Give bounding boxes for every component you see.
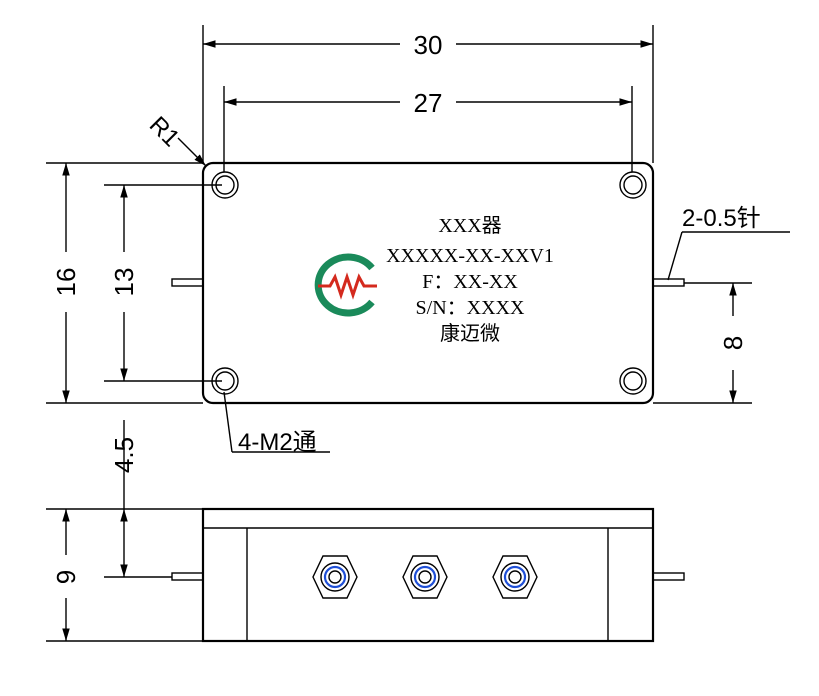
dimension-hole-spacing-x: 27 [223,86,633,172]
holes-callout-label: 4-M2通 [238,429,317,456]
connector-1 [312,555,358,599]
dimension-side-height: 9 [46,508,203,642]
side-offset-label: 4.5 [109,437,139,473]
mw-logo-icon [314,253,377,317]
width-total-label: 30 [414,30,443,60]
mounting-hole-top-right [619,171,647,199]
dimension-side-offset: 4.5 [104,420,172,578]
plate-line-3: F：XX-XX [422,271,518,293]
plate-line-5: 康迈微 [440,322,500,345]
top-view: XXX器 XXXXX-XX-XXV1 F：XX-XX S/N：XXXX 康迈微 [171,161,685,405]
pin-left [171,278,204,287]
side-pin-left [171,572,204,581]
callout-pin: 2-0.5针 [667,205,790,281]
mounting-hole-bottom-right [619,367,647,395]
dimension-pin-height: 8 [653,282,752,404]
height-total-label: 16 [51,268,81,297]
dimension-corner-radius: R1 [144,111,207,167]
connector-2 [402,555,448,599]
hole-spacing-x-label: 27 [414,88,443,118]
hole-spacing-y-label: 13 [109,268,139,297]
corner-radius-label: R1 [144,111,185,152]
side-view [171,507,685,643]
pin-callout-label: 2-0.5针 [682,205,761,232]
dimension-width-total: 30 [202,25,654,163]
side-body-outline [201,507,655,643]
side-pin-right [652,572,685,581]
plate-line-1: XXX器 [438,215,501,237]
callout-holes: 4-M2通 [223,391,330,456]
side-height-label: 9 [51,570,81,584]
dimension-height-total: 16 [46,162,203,404]
pin-height-label: 8 [718,336,748,350]
connector-3 [492,555,538,599]
dimension-hole-spacing-y: 13 [104,184,222,382]
plate-line-4: S/N：XXXX [416,297,525,319]
plate-line-2: XXXXX-XX-XXV1 [386,245,554,267]
